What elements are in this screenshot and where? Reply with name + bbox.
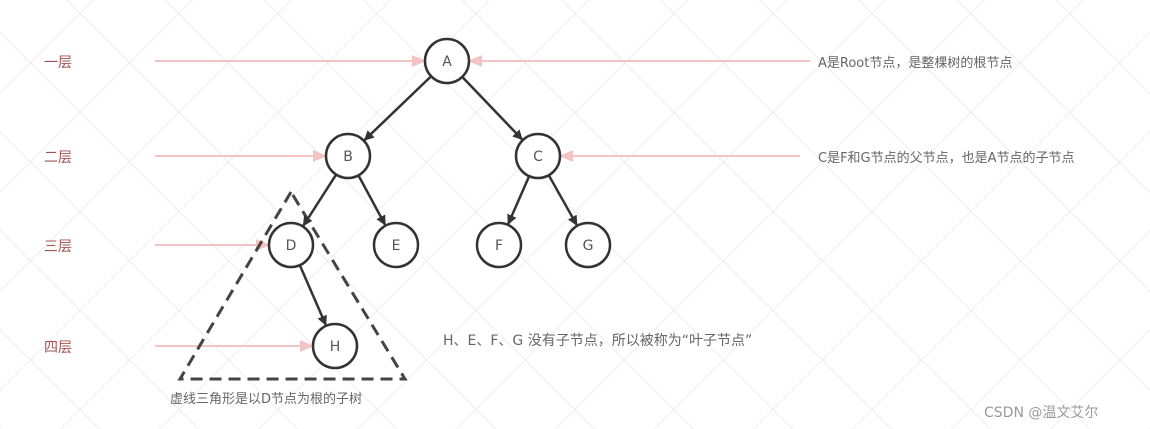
svg-text:A: A [442,54,452,70]
edge-B-E [357,174,387,226]
leaf-node-annotation: H、E、F、G 没有子节点，所以被称为“叶子节点” [443,333,753,349]
edge-A-C [461,76,523,141]
svg-text:F: F [495,238,503,254]
level-label-4: 四层 [44,340,72,356]
edge-D-H [298,264,327,326]
edge-C-F [507,175,531,225]
level-label-1: 一层 [44,55,72,71]
svg-text:G: G [583,238,594,254]
edge-C-G [547,174,578,226]
svg-text:B: B [343,149,353,165]
level-label-2: 二层 [44,150,72,166]
root-node-annotation: A是Root节点，是整棵树的根节点 [818,56,1013,71]
tree-nodes: A B C D E F G H [267,37,612,370]
svg-text:C: C [533,149,543,165]
subtree-dashed-triangle [177,189,408,381]
tree-node-E: E [372,221,420,269]
tree-node-F: F [475,221,523,269]
tree-node-A: A [423,37,471,85]
parent-node-annotation: C是F和G节点的父节点，也是A节点的子节点 [818,151,1075,166]
tree-edges [298,75,578,326]
tree-node-H: H [311,322,359,370]
svg-text:E: E [392,238,401,254]
subtree-annotation: 虚线三角形是以D节点为根的子树 [170,392,363,407]
edge-A-B [363,75,432,141]
tree-node-D: D [267,221,315,269]
edge-B-D [302,173,338,227]
tree-node-G: G [564,221,612,269]
svg-text:H: H [330,339,341,355]
level-label-3: 三层 [44,239,72,255]
tree-node-C: C [514,132,562,180]
tree-node-B: B [324,132,372,180]
svg-text:D: D [286,238,297,254]
csdn-watermark: CSDN @温文艾尔 [984,405,1099,421]
